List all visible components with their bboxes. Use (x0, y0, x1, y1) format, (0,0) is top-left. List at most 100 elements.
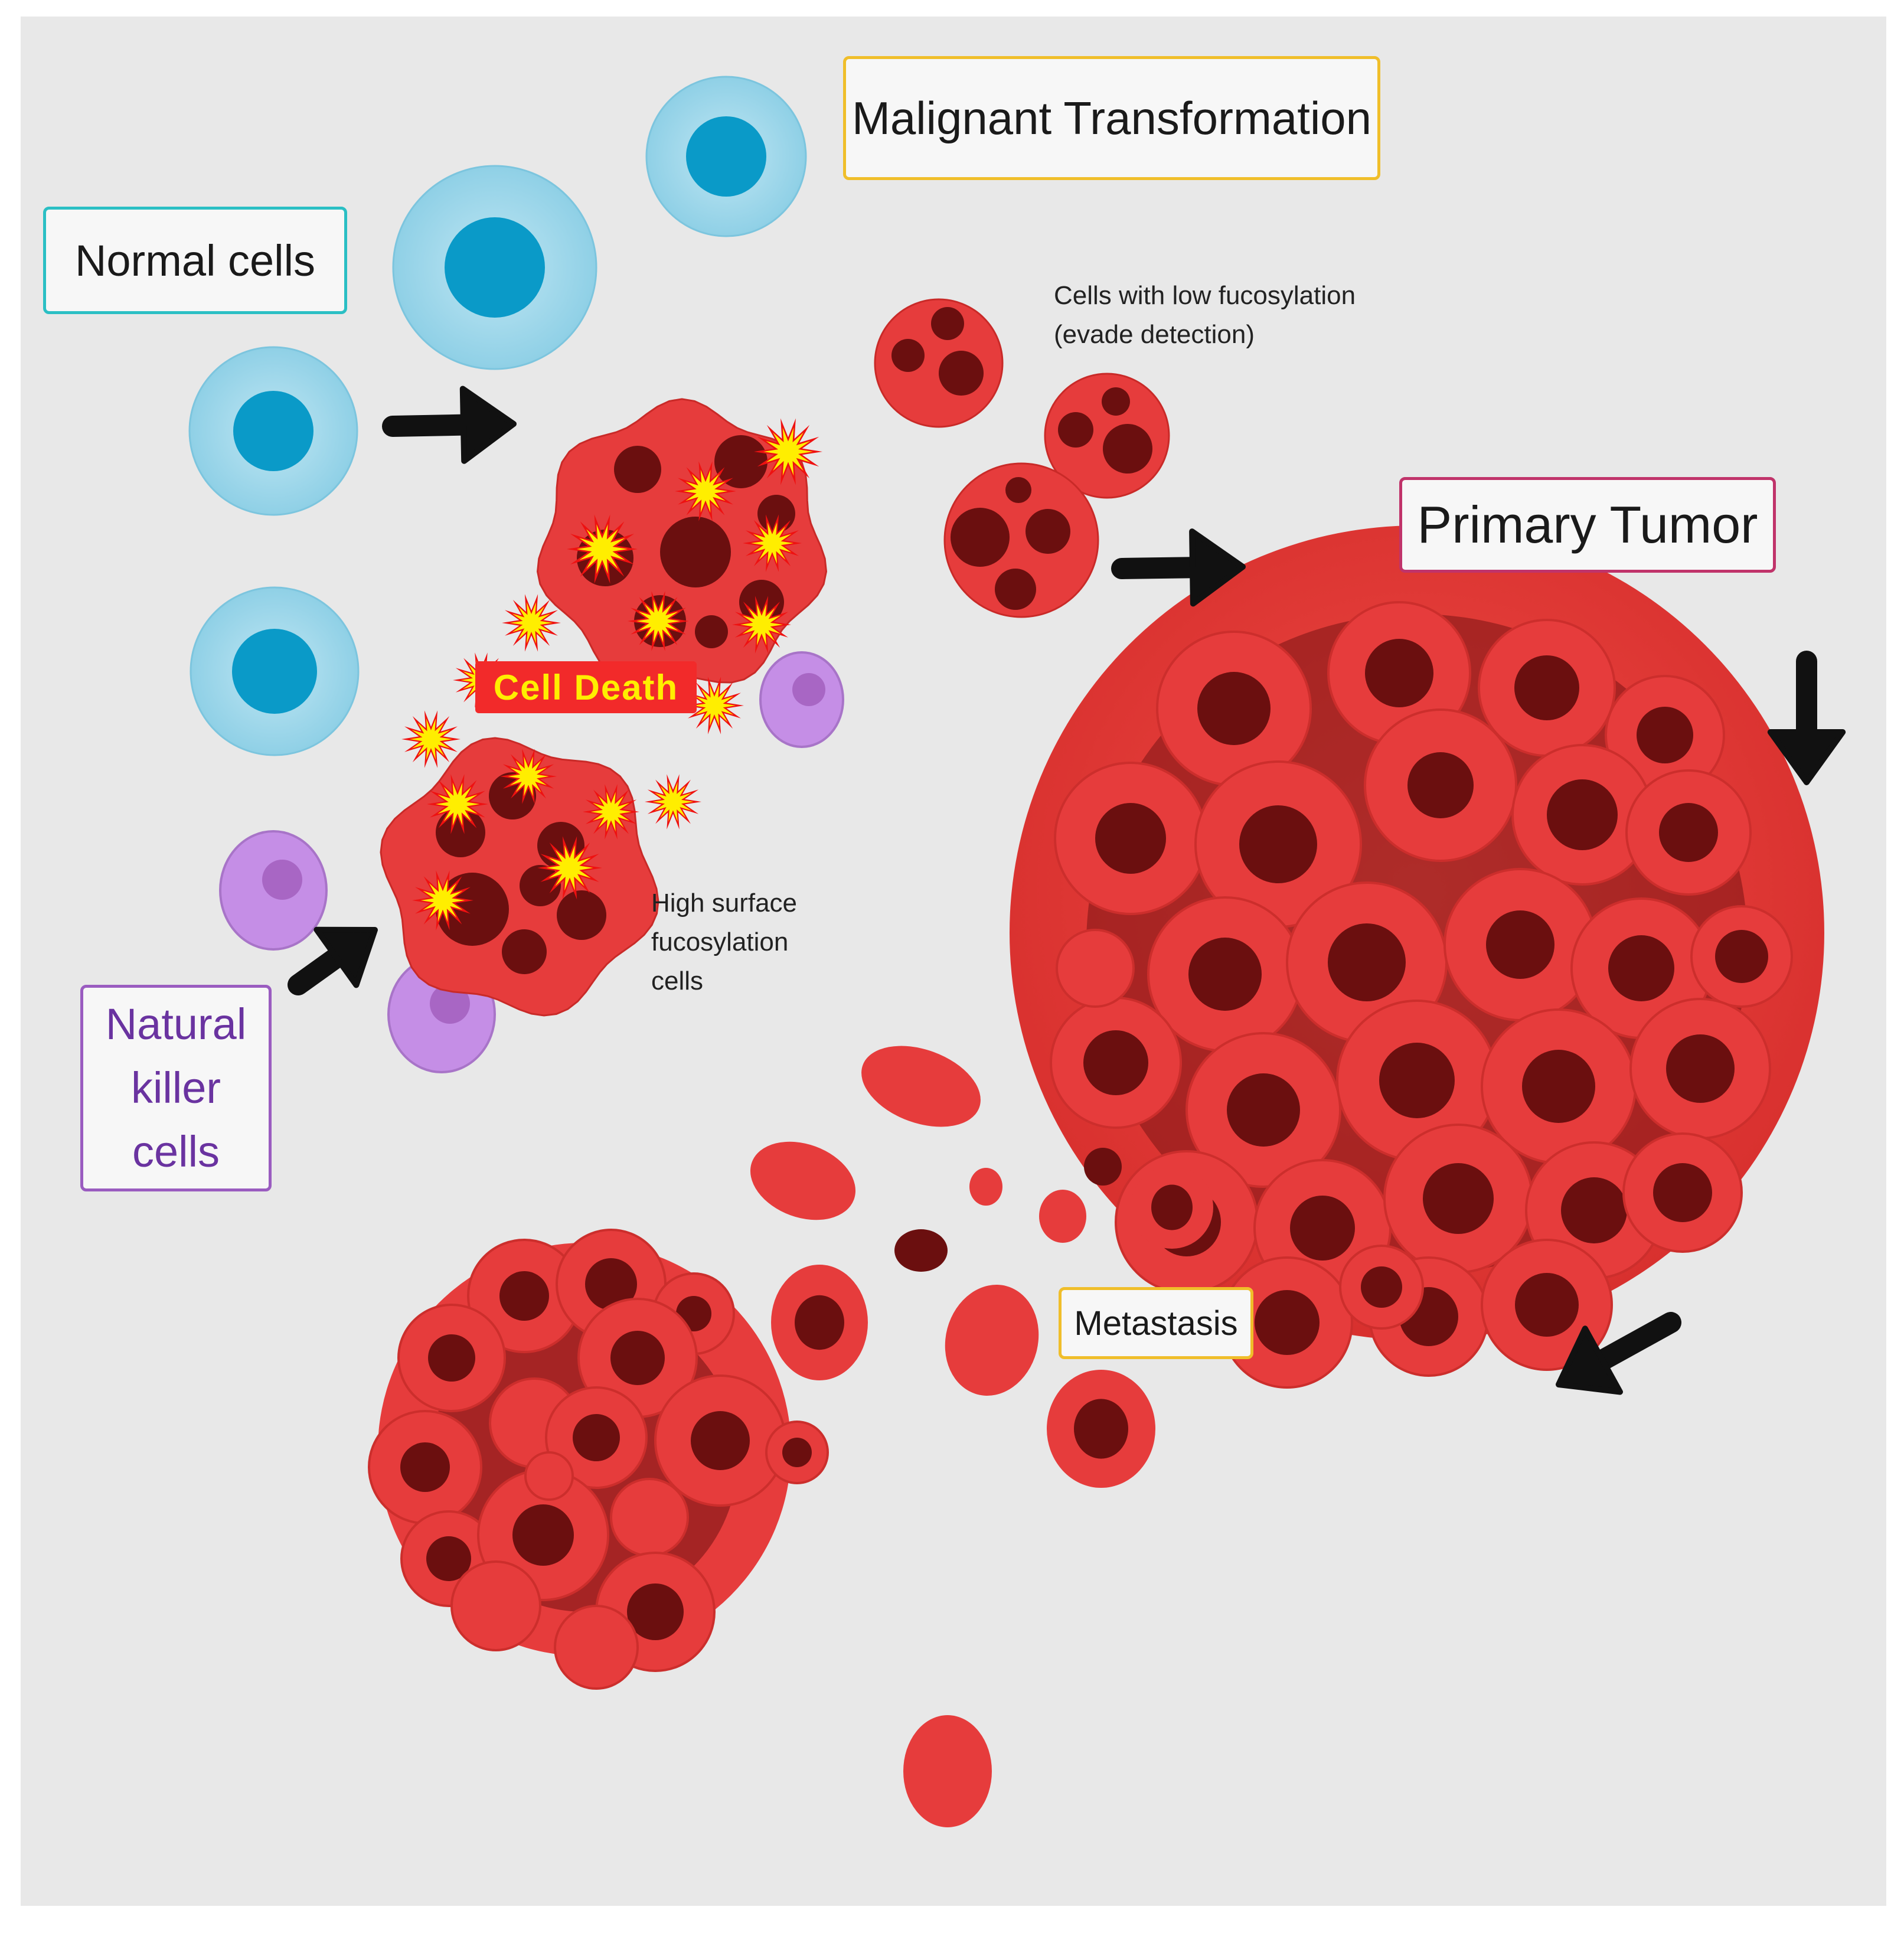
starburst-inner (652, 782, 694, 822)
high-fucosylation-note: High surface fucosylation cells (651, 884, 797, 1001)
starburst-inner (763, 427, 813, 476)
tumor-nucleus (691, 1411, 750, 1470)
tumor-nucleus (436, 873, 509, 946)
arrow-head (313, 926, 378, 988)
malignant-transformation-label: Malignant Transformation (843, 56, 1380, 180)
tumor-nucleus (1005, 477, 1031, 503)
tumor-cell-icon (943, 462, 1099, 618)
arrow-icon (288, 926, 378, 995)
low-fucosylation-note: Cells with low fucosylation (evade detec… (1054, 276, 1356, 354)
tumor-nucleus (428, 1334, 475, 1382)
tumor-nucleus (1103, 424, 1152, 474)
tumor-nucleus (1486, 910, 1554, 979)
starburst-inner (420, 879, 465, 922)
tumor-nucleus (610, 1331, 665, 1385)
starburst-icon (583, 784, 639, 840)
starburst-inner (410, 718, 452, 760)
natural-killer-cell-icon (759, 651, 844, 748)
tumor-cell-body (554, 1605, 639, 1690)
tumor-nucleus (1328, 923, 1406, 1001)
tumor-cell-icon (450, 1560, 541, 1651)
natural-killer-cells-label: Natural killer cells (80, 985, 272, 1191)
tumor-cell-icon (1625, 769, 1752, 896)
high-fucosylation-line-2: fucosylation (651, 928, 789, 956)
tumor-cell-icon (1221, 1256, 1353, 1389)
starburst-inner (683, 469, 728, 513)
tumor-cell-icon (1481, 1008, 1637, 1164)
tumor-nucleus (939, 351, 984, 396)
tumor-nucleus (1653, 1163, 1712, 1222)
tumor-cell-body (610, 1478, 689, 1557)
tumor-nucleus (795, 1295, 844, 1350)
tumor-nucleus (1637, 707, 1693, 763)
migrating-cell-icon (1047, 1370, 1155, 1488)
normal-cell-icon (392, 165, 597, 370)
migrating-cell-body (1084, 1148, 1122, 1186)
tumor-nucleus (1561, 1177, 1627, 1243)
tumor-cell-icon (577, 1298, 698, 1418)
migrating-cell-icon (969, 1168, 1002, 1206)
tumor-cell-icon (1622, 1132, 1743, 1253)
tumor-nucleus (1522, 1050, 1595, 1123)
tumor-nucleus (557, 890, 606, 940)
arrow-icon (1556, 1312, 1681, 1395)
tumor-nucleus (1290, 1196, 1355, 1261)
tumor-cell-icon (1056, 929, 1135, 1008)
tumor-nucleus (512, 1504, 574, 1566)
tumor-cell-icon (610, 1478, 689, 1557)
tumor-nucleus (782, 1438, 812, 1467)
normal-cell-icon (190, 586, 360, 756)
arrow-shaft (288, 946, 347, 995)
starburst-icon (754, 418, 822, 485)
migrating-cell-body (750, 1141, 856, 1220)
natural-killer-cell-icon (219, 830, 328, 951)
migrating-cell-icon (861, 1046, 981, 1127)
normal-cells-label: Normal cells (43, 207, 347, 314)
tumor-nucleus (1379, 1043, 1455, 1118)
starburst-inner (740, 603, 783, 646)
nk-cell-nucleus (262, 860, 302, 900)
starburst-icon (427, 774, 488, 834)
migrating-cell-icon (903, 1715, 992, 1827)
arrow-head (1189, 528, 1246, 607)
tumor-cell-body (874, 298, 1004, 428)
starburst-icon (567, 514, 638, 584)
tumor-nucleus (1074, 1399, 1128, 1459)
starburst-inner (590, 792, 632, 832)
starburst-icon (537, 836, 602, 900)
arrow-shaft (382, 414, 475, 437)
tumor-nucleus (436, 808, 485, 857)
tumor-nucleus (585, 1258, 637, 1310)
tumor-nucleus (400, 1442, 450, 1492)
starburst-inner (751, 522, 793, 564)
tumor-nucleus (1197, 672, 1271, 745)
migrating-cell-icon (1084, 1148, 1122, 1186)
migrating-cell-icon (945, 1285, 1039, 1396)
tumor-cell-icon (1478, 619, 1616, 757)
arrow-icon (382, 386, 517, 464)
arrow-head (1556, 1325, 1623, 1395)
tumor-cell-icon (1327, 601, 1471, 745)
migrating-cell-body (903, 1715, 992, 1827)
tumor-nucleus (1361, 1266, 1402, 1308)
starburst-icon (401, 710, 461, 768)
high-fucosylation-line-1: High surface (651, 889, 798, 917)
tumor-nucleus (931, 307, 964, 340)
starburst-icon (412, 870, 473, 930)
starburst-icon (732, 596, 791, 654)
nk-cell-nucleus (430, 984, 470, 1024)
tumor-cell-body (524, 1451, 574, 1501)
migrating-cell-body (969, 1168, 1002, 1206)
tumor-cell-icon (1364, 708, 1517, 862)
tumor-nucleus (502, 929, 547, 974)
tumor-nucleus (1095, 803, 1166, 874)
tumor-cell-icon (1054, 762, 1207, 915)
tumor-cell-icon (1443, 868, 1597, 1021)
starburst-icon (685, 677, 744, 734)
arrow-icon (1111, 528, 1246, 607)
malignant-transformation-text: Malignant Transformation (851, 92, 1372, 144)
migrating-cell-icon (750, 1141, 856, 1220)
tumor-cell-icon (874, 298, 1004, 428)
tumor-nucleus (1365, 639, 1433, 707)
